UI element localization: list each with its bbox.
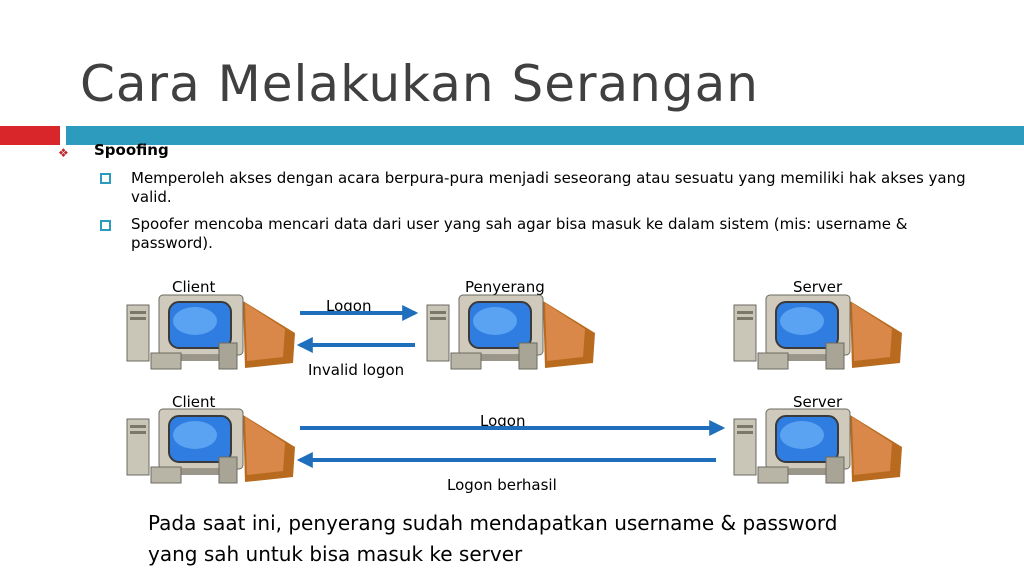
bullet-spoofing: Spoofing — [94, 141, 169, 159]
label-client-1: Client — [172, 278, 216, 296]
title-bar — [66, 126, 1024, 145]
square-bullet-icon — [100, 220, 111, 231]
point-1: Memperoleh akses dengan acara berpura-pu… — [131, 169, 966, 206]
label-client-2: Client — [172, 393, 216, 411]
label-attacker: Penyerang — [465, 278, 545, 296]
label-logon-2: Logon — [480, 412, 526, 430]
label-invalid-logon: Invalid logon — [308, 361, 405, 379]
label-server-2: Server — [793, 393, 843, 411]
point-2: Spoofer mencoba mencari data dari user y… — [131, 215, 908, 252]
label-logon-1: Logon — [326, 297, 372, 315]
label-logon-success: Logon berhasil — [447, 476, 557, 494]
label-server-1: Server — [793, 278, 843, 296]
slide-title: Cara Melakukan Serangan — [80, 55, 759, 113]
diamond-bullet-icon: ❖ — [58, 146, 69, 160]
title-bar-accent — [0, 126, 60, 145]
note-text: Pada saat ini, penyerang sudah mendapatk… — [148, 511, 838, 566]
square-bullet-icon — [100, 173, 111, 184]
